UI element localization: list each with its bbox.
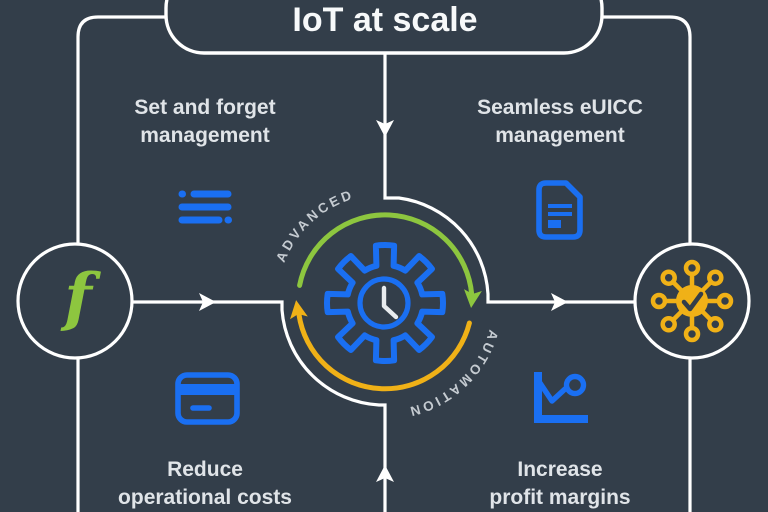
quadrant-bottom-left: Reduce operational costs [118, 372, 292, 509]
quadrant-label: Set and forget [134, 96, 275, 119]
arrow-up-icon [376, 465, 394, 482]
title-pill-border [164, 0, 604, 55]
list-icon [178, 190, 232, 224]
quadrant-label: management [495, 124, 625, 147]
connector-left-to-hub-and-bottom [132, 300, 387, 512]
yellow-arrow-icon [290, 300, 308, 320]
page-title: IoT at scale [292, 1, 477, 39]
check-icon [681, 291, 704, 312]
quadrant-label: profit margins [489, 486, 630, 509]
title-pill: IoT at scale [164, 0, 604, 55]
left-node-circle [16, 242, 134, 360]
arrow-right-icon [199, 293, 216, 311]
connector-top-to-hub-and-hub-to-right [383, 53, 635, 304]
quadrant-top-right: Seamless eUICC management [477, 96, 643, 240]
quadrant-label: Reduce [167, 458, 243, 481]
quadrant-label: operational costs [118, 486, 292, 509]
quadrant-label: Increase [517, 458, 602, 481]
credit-card-icon [175, 372, 240, 425]
right-node-circle [633, 242, 751, 360]
green-arrow-icon [463, 289, 482, 308]
yellow-rotation-arc [296, 311, 472, 392]
quadrant-label: Seamless eUICC [477, 96, 643, 119]
quadrant-label: management [140, 124, 270, 147]
gear-clock-icon [323, 241, 447, 365]
arrow-down-icon [376, 120, 394, 137]
connected-network-check-icon [650, 259, 734, 343]
connector-top-right [602, 15, 692, 244]
quadrant-bottom-right: Increase profit margins [489, 372, 631, 509]
clock-hands [381, 285, 399, 320]
arrow-right-icon [551, 293, 568, 311]
right-node [633, 242, 751, 360]
connector-lines [76, 15, 692, 512]
green-rotation-arc [297, 212, 475, 297]
connector-top-left [76, 15, 166, 244]
line-chart-icon [534, 372, 588, 423]
sim-card-icon [536, 180, 583, 240]
quadrant-top-left: Set and forget management [134, 96, 276, 224]
clock-face [357, 276, 411, 330]
gear-outline [323, 241, 447, 365]
